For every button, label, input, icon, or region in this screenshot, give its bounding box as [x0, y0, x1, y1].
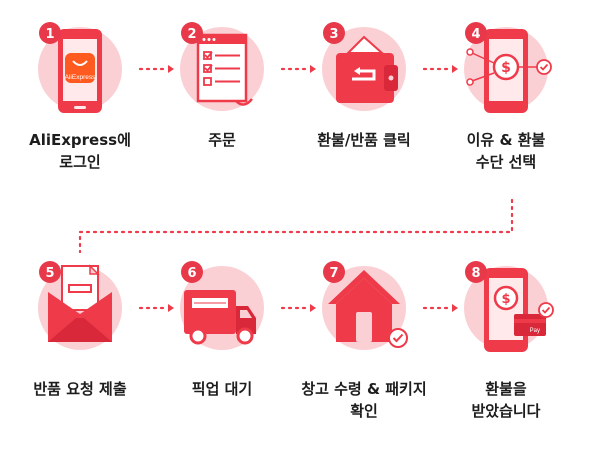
step-number: 7: [329, 266, 338, 281]
truck-icon: 6: [180, 261, 264, 350]
step-1: AliExpress 1 AliExpress에 로그인: [10, 17, 150, 217]
step-number: 2: [187, 27, 196, 42]
step-number: 4: [471, 27, 480, 42]
step-label: 픽업 대기: [191, 380, 253, 398]
step-number: 8: [471, 266, 480, 281]
connector-arrow-5-6: [168, 304, 174, 312]
step-number: 5: [45, 266, 54, 281]
app-logo-text: AliExpress: [65, 74, 96, 81]
step-7: 7 창고 수령 & 패키지 확인: [294, 256, 434, 456]
connector-arrow-1-2: [168, 65, 174, 73]
step-label: 주문: [208, 131, 236, 149]
order-list-icon: 2: [180, 22, 264, 111]
step-6: 6 픽업 대기: [152, 256, 292, 456]
envelope-document-icon: 5: [38, 261, 122, 350]
step-label: 반품 요청 제출: [33, 380, 127, 398]
connector-arrow-6-7: [310, 304, 316, 312]
step-4: $ 4 이유 & 환불 수단 선택: [436, 17, 576, 217]
connector-arrow-3-4: [452, 65, 458, 73]
step-number: 1: [45, 27, 54, 42]
step-label: 이유 & 환불 수단 선택: [466, 131, 546, 171]
step-label: 환불/반품 클릭: [317, 131, 411, 149]
svg-text:$: $: [501, 292, 510, 307]
step-2: 2 주문: [152, 17, 292, 217]
dollar-network-icon: $ 4: [464, 22, 552, 113]
step-3: 3 환불/반품 클릭: [294, 17, 434, 217]
warehouse-check-icon: 7: [322, 261, 408, 350]
step-number: 6: [187, 266, 196, 281]
svg-text:$: $: [501, 60, 511, 76]
wallet-return-icon: 3: [322, 22, 406, 111]
step-8: $ Pay 8 환불을 받았습니다: [436, 256, 576, 456]
connector-arrow-7-8: [452, 304, 458, 312]
step-5: 5 반품 요청 제출: [10, 256, 150, 456]
step-label: 환불을 받았습니다: [471, 380, 541, 420]
step-label: 창고 수령 & 패키지 확인: [301, 380, 427, 420]
phone-refund-icon: $ Pay 8: [464, 261, 554, 352]
phone-app-icon: AliExpress 1: [38, 22, 122, 113]
connector-arrow-2-3: [310, 65, 316, 73]
step-number: 3: [329, 27, 338, 42]
step-label: AliExpress에 로그인: [29, 131, 131, 171]
card-pay-text: Pay: [530, 328, 540, 334]
connector-4-5: [78, 198, 514, 254]
